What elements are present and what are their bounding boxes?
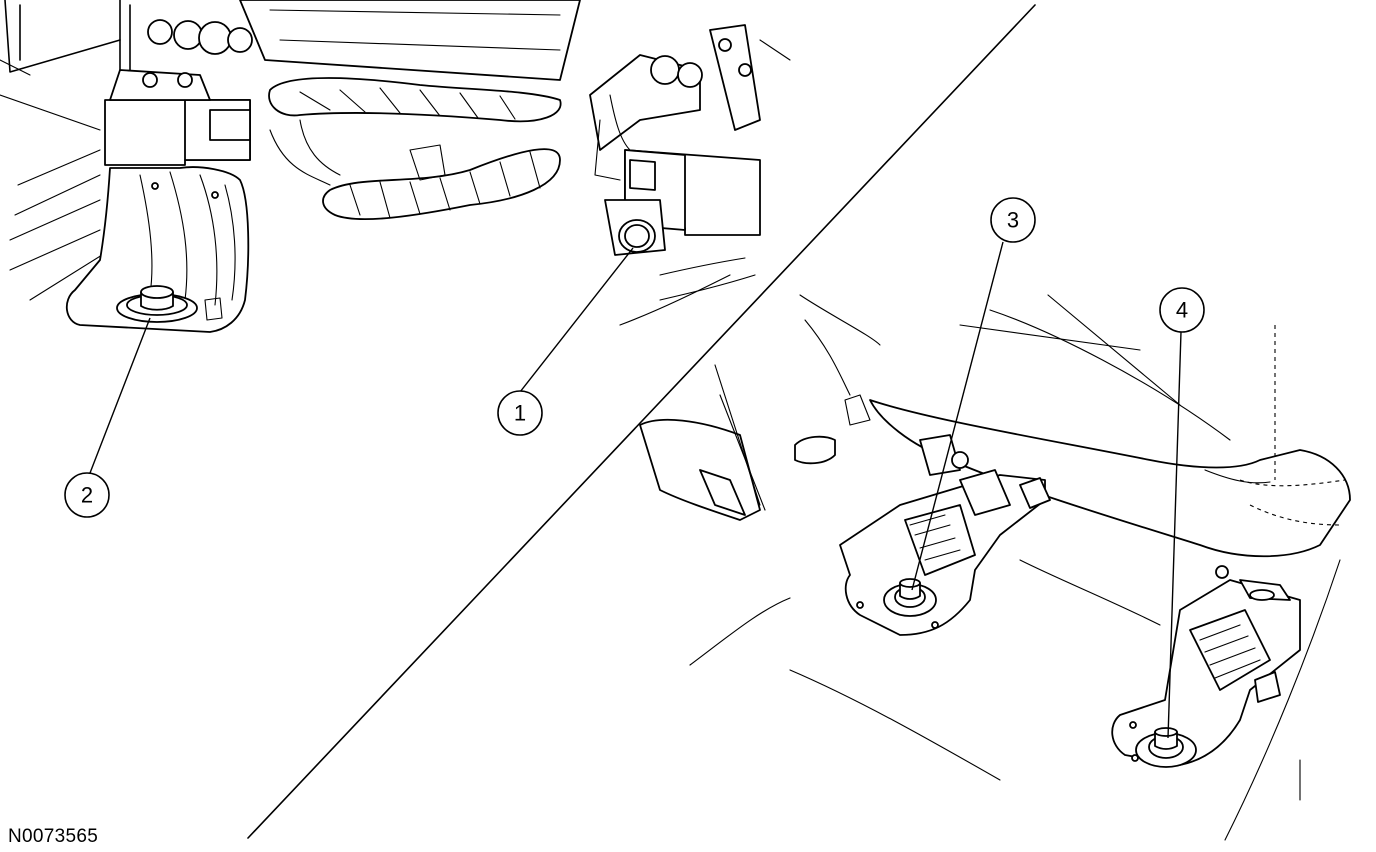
- callout-4: 4: [1159, 287, 1205, 739]
- callout-3: 3: [911, 197, 1036, 591]
- callout-3-label: 3: [1007, 208, 1019, 233]
- callout-2: 2: [64, 317, 151, 518]
- view-separator-line: [247, 4, 1036, 839]
- callout-1: 1: [497, 247, 634, 436]
- figure-reference-code: N0073565: [8, 826, 99, 847]
- callout-1-label: 1: [514, 401, 526, 426]
- left-view-front-seat: [0, 0, 791, 333]
- right-view-rear-seat: [639, 294, 1351, 841]
- callout-4-label: 4: [1176, 298, 1188, 323]
- callout-2-label: 2: [81, 483, 93, 508]
